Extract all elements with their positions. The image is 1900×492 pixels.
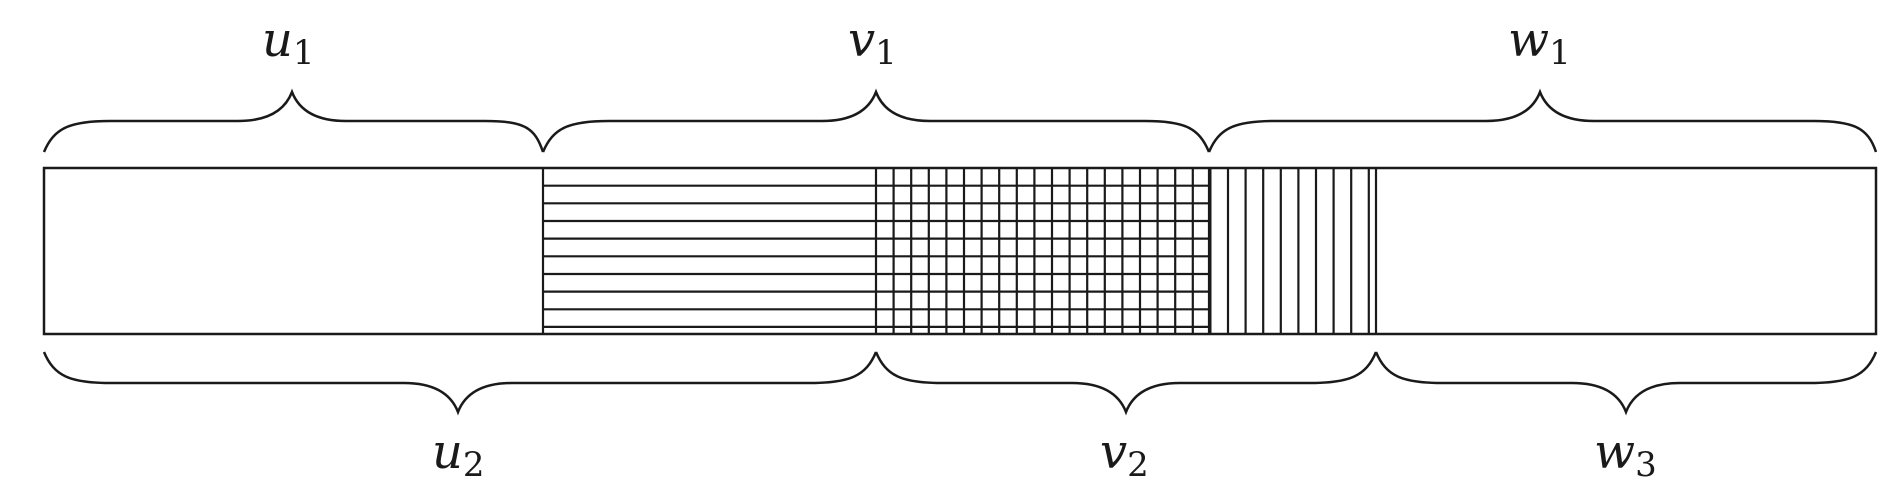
brace-u1	[42, 88, 545, 153]
label-w3: w3	[1594, 424, 1657, 485]
brace-v1	[541, 88, 1211, 153]
top-braces	[42, 88, 1878, 153]
label-u2: u2	[432, 424, 485, 485]
label-u1: u1	[262, 12, 315, 73]
brace-u2	[42, 351, 878, 416]
label-v2: v2	[1100, 424, 1149, 485]
brace-w3	[1374, 351, 1878, 416]
region-vertical-hatch	[1209, 168, 1370, 334]
region-grid-hatch	[892, 168, 1194, 334]
bottom-braces	[42, 351, 1878, 416]
label-v1: v1	[848, 12, 897, 73]
strip-outline	[42, 166, 1878, 336]
brace-w1	[1207, 88, 1878, 153]
partition-strip	[42, 166, 1878, 336]
label-w1: w1	[1508, 12, 1571, 73]
brace-v2	[874, 351, 1378, 416]
